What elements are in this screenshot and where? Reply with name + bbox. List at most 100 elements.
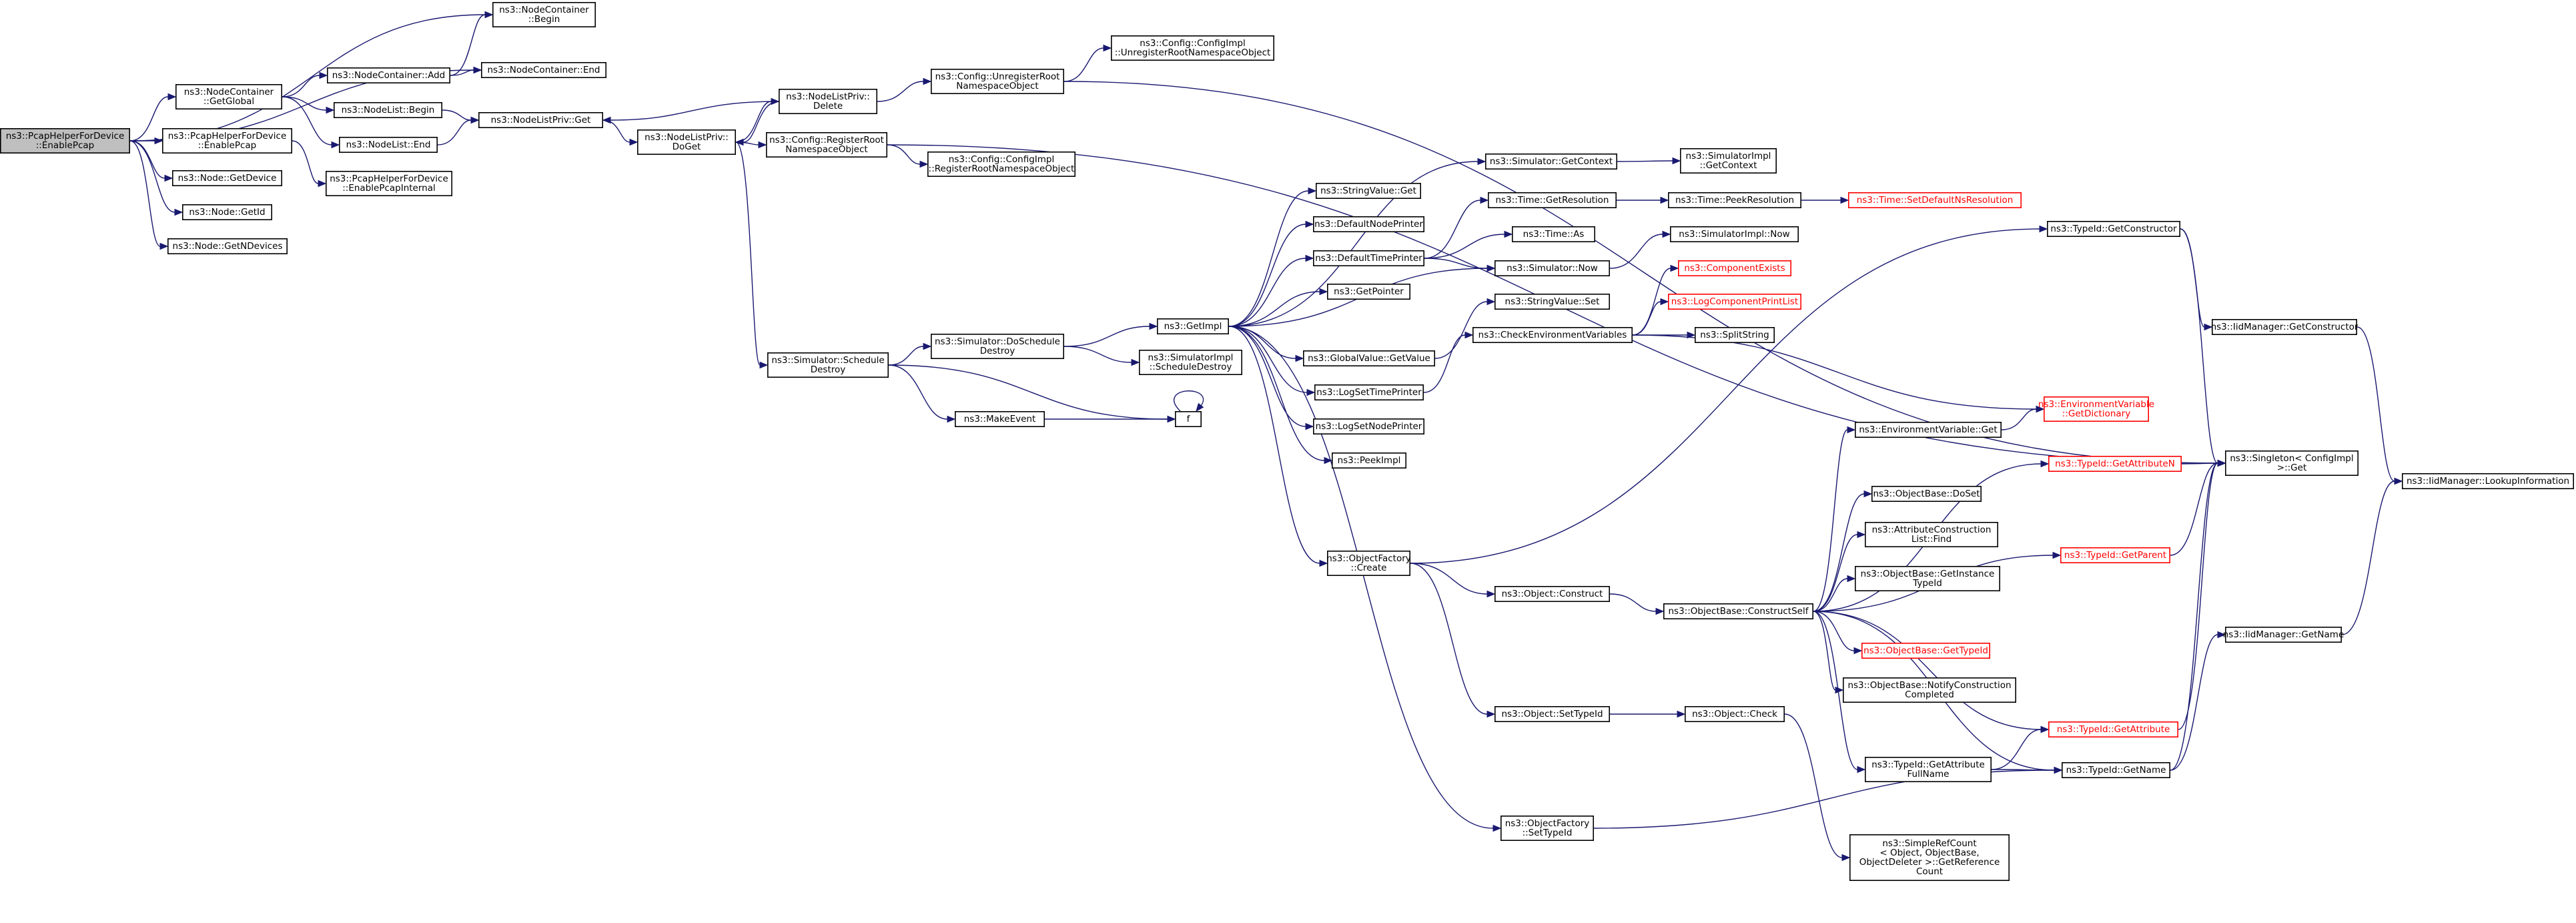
node-time-peekresolution[interactable]: ns3::Time::PeekResolution [1668, 192, 1802, 208]
node-box [171, 170, 282, 187]
node-label-line: ::Create [1351, 563, 1387, 573]
node-objbase-notifyconstruction[interactable]: ns3::ObjectBase::NotifyConstructionCompl… [1843, 677, 2017, 703]
node-label-line: ns3::NodeContainer::Add [332, 70, 445, 81]
node-nlp-doget[interactable]: ns3::NodeListPriv::DoGet [636, 129, 736, 156]
node-label-line: ns3::DefaultTimePrinter [1315, 253, 1422, 264]
node-singleton-get[interactable]: ns3::Singleton< ConfigImpl>::Get [2225, 450, 2359, 476]
node-envvar-getdict[interactable]: ns3::EnvironmentVariable::GetDictionary [2038, 396, 2154, 422]
node-time-getresolution[interactable]: ns3::Time::GetResolution [1488, 192, 1617, 208]
node-logsettimeprinter[interactable]: ns3::LogSetTimePrinter [1314, 384, 1424, 400]
node-phd-internal[interactable]: ns3::PcapHelperForDevice::EnablePcapInte… [325, 170, 452, 196]
node-nc-begin[interactable]: ns3::NodeContainer::Begin [492, 1, 596, 28]
node-getimpl[interactable]: ns3::GetImpl [1157, 318, 1230, 334]
node-label-line: FullName [1907, 769, 1950, 780]
node-node-getndevices[interactable]: ns3::Node::GetNDevices [167, 238, 288, 254]
node-iidmgr-getname[interactable]: ns3::IidManager::GetName [2223, 626, 2344, 643]
node-label-line: NamespaceObject [785, 144, 867, 155]
node-typeid-getparent[interactable]: ns3::TypeId::GetParent [2060, 547, 2171, 563]
node-label-line: ns3::PcapHelperForDevice [168, 131, 287, 141]
node-nc-add[interactable]: ns3::NodeContainer::Add [326, 67, 450, 84]
node-box [2225, 626, 2342, 643]
node-time-setdefaultns[interactable]: ns3::Time::SetDefaultNsResolution [1848, 192, 2022, 208]
node-label-line: ns3::SimpleRefCount [1882, 838, 1976, 849]
node-label-line: ::UnregisterRootNamespaceObject [1115, 47, 1271, 58]
node-stringvalue-set[interactable]: ns3::StringValue::Set [1494, 293, 1611, 310]
node-typeid-getconstructor[interactable]: ns3::TypeId::GetConstructor [2047, 220, 2181, 237]
node-envvar-get[interactable]: ns3::EnvironmentVariable::Get [1855, 421, 2002, 438]
node-cfgimpl-unregister[interactable]: ns3::Config::ConfigImpl::UnregisterRootN… [1111, 35, 1275, 61]
node-splitstring[interactable]: ns3::SplitString [1695, 326, 1775, 343]
node-defaulttimeprinter[interactable]: ns3::DefaultTimePrinter [1313, 250, 1425, 266]
node-box [955, 410, 1045, 427]
node-cfg-unregister[interactable]: ns3::Config::UnregisterRootNamespaceObje… [931, 69, 1065, 95]
node-objfactory-create[interactable]: ns3::ObjectFactory::Create [1326, 550, 1411, 576]
node-objbase-constructself[interactable]: ns3::ObjectBase::ConstructSelf [1663, 603, 1814, 619]
node-label-line: ns3::Object::Check [1692, 709, 1777, 719]
node-sim-scheduledestroy[interactable]: ns3::Simulator::ScheduleDestroy [767, 352, 889, 378]
edge-defaulttimeprinter-to-time-getresolution [1424, 196, 1489, 259]
node-nc-end[interactable]: ns3::NodeContainer::End [480, 62, 606, 79]
node-makeevent[interactable]: ns3::MakeEvent [955, 410, 1045, 427]
node-simimpl-scheduledestroy[interactable]: ns3::SimulatorImpl::ScheduleDestroy [1139, 349, 1243, 375]
node-label-line: ns3::LogSetTimePrinter [1316, 387, 1422, 398]
node-time-as[interactable]: ns3::Time::As [1512, 226, 1596, 242]
node-getpointer[interactable]: ns3::GetPointer [1327, 283, 1411, 300]
node-cfg-register[interactable]: ns3::Config::RegisterRootNamespaceObject [766, 132, 888, 158]
edge-makeevent-to-f [1045, 415, 1176, 423]
node-node-getid[interactable]: ns3::Node::GetId [181, 204, 272, 220]
node-checkenvvars[interactable]: ns3::CheckEnvironmentVariables [1472, 326, 1633, 343]
node-nlp-delete[interactable]: ns3::NodeListPriv::Delete [779, 89, 878, 115]
node-sim-now[interactable]: ns3::Simulator::Now [1494, 260, 1611, 276]
node-componentexists[interactable]: ns3::ComponentExists [1678, 260, 1792, 276]
node-box [1313, 418, 1425, 434]
node-defaultnodeprinter[interactable]: ns3::DefaultNodePrinter [1313, 216, 1425, 232]
edge-nlp-doget-to-sim-scheduledestroy [735, 141, 769, 369]
node-box [1685, 706, 1785, 723]
node-label-line: ::SetTypeId [1523, 828, 1573, 838]
node-stringvalue-get[interactable]: ns3::StringValue::Get [1316, 182, 1422, 199]
node-phd-enablepcap[interactable]: ns3::PcapHelperForDevice::EnablePcap [162, 128, 292, 154]
node-obj-check[interactable]: ns3::Object::Check [1685, 706, 1785, 723]
node-iidmgr-getconstructor[interactable]: ns3::IidManager::GetConstructor [2211, 318, 2358, 335]
node-obj-construct[interactable]: ns3::Object::Construct [1494, 585, 1611, 602]
node-objfactory-settypeid[interactable]: ns3::ObjectFactory::SetTypeId [1500, 816, 1595, 842]
node-objbase-gettypeid[interactable]: ns3::ObjectBase::GetTypeId [1861, 642, 1991, 659]
edge-phd-enablepcap-to-phd-internal [292, 140, 327, 188]
node-obj-settypeid[interactable]: ns3::Object::SetTypeId [1494, 706, 1611, 723]
node-box [162, 128, 292, 154]
node-label-line: ::GetDictionary [2062, 408, 2130, 419]
node-logcomponentprintlist[interactable]: ns3::LogComponentPrintList [1668, 293, 1802, 310]
node-globalvalue-getvalue[interactable]: ns3::GlobalValue::GetValue [1303, 350, 1436, 366]
edge-root-to-nc-getglobal [129, 93, 177, 141]
node-node-getdevice[interactable]: ns3::Node::GetDevice [171, 170, 282, 187]
node-box [175, 84, 282, 110]
edge-sim-now-to-simimpl-now [1609, 230, 1671, 269]
node-simplerefcount[interactable]: ns3::SimpleRefCount< Object, ObjectBase,… [1849, 834, 2010, 882]
node-objbase-doset[interactable]: ns3::ObjectBase::DoSet [1871, 485, 1982, 502]
node-simimpl-now[interactable]: ns3::SimulatorImpl::Now [1670, 226, 1799, 242]
node-nl-begin[interactable]: ns3::NodeList::Begin [333, 102, 442, 119]
node-typeid-getattribute[interactable]: ns3::TypeId::GetAttribute [2048, 721, 2179, 738]
node-simimpl-getcontext[interactable]: ns3::SimulatorImpl::GetContext [1680, 148, 1777, 174]
node-f[interactable]: f [1175, 410, 1202, 427]
node-iidmgr-lookupinfo[interactable]: ns3::IidManager::LookupInformation [2402, 473, 2575, 489]
node-nc-getglobal[interactable]: ns3::NodeContainer::GetGlobal [175, 84, 282, 110]
node-typeid-getname[interactable]: ns3::TypeId::GetName [2062, 762, 2171, 779]
node-box [1865, 757, 1992, 783]
edge-defaulttimeprinter-to-sim-now [1424, 258, 1496, 272]
node-peekimpl[interactable]: ns3::PeekImpl [1332, 452, 1407, 469]
node-typeid-getattributen[interactable]: ns3::TypeId::GetAttributeN [2048, 455, 2182, 472]
node-box [1848, 192, 2022, 208]
node-box [779, 89, 878, 115]
edge-getimpl-to-stringvalue-get [1228, 187, 1317, 327]
node-nl-end[interactable]: ns3::NodeList::End [338, 137, 438, 153]
node-sim-getcontext[interactable]: ns3::Simulator::GetContext [1485, 153, 1618, 170]
node-root[interactable]: ns3::PcapHelperForDevice::EnablePcap [0, 128, 130, 154]
node-cfgimpl-register[interactable]: ns3::Config::ConfigImpl::RegisterRootNam… [927, 151, 1076, 178]
node-logsetnodeprinter[interactable]: ns3::LogSetNodePrinter [1313, 418, 1425, 434]
node-nlp-get[interactable]: ns3::NodeListPriv::Get [478, 112, 603, 129]
